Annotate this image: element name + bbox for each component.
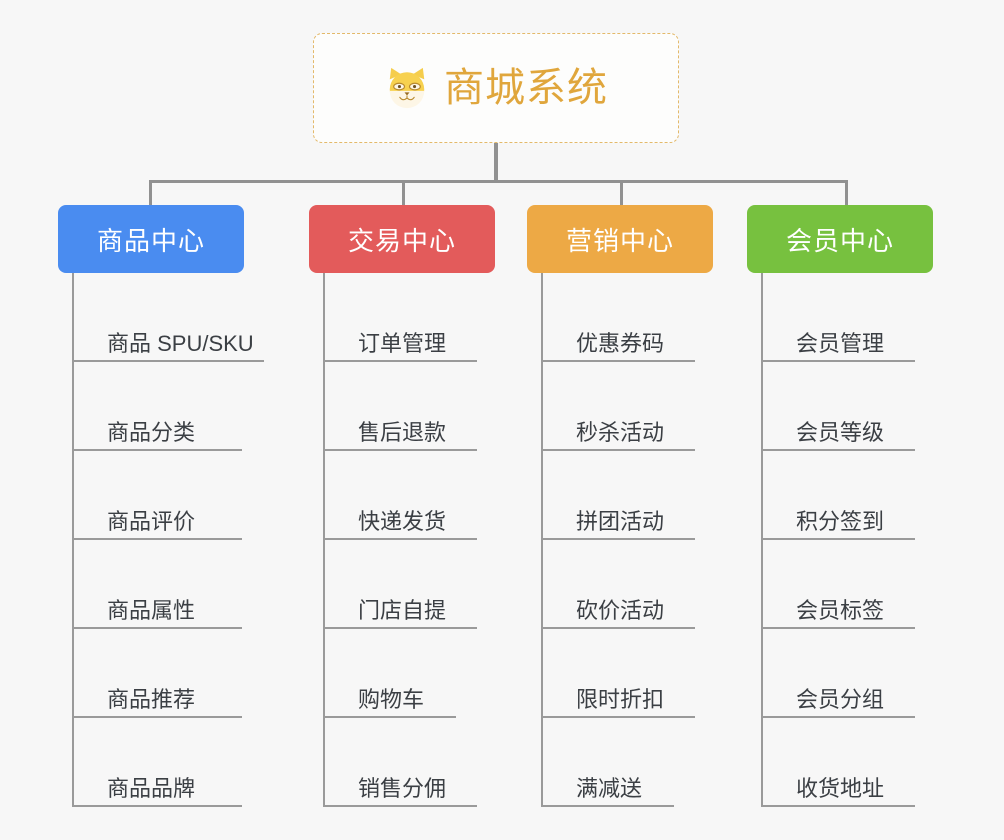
leaf-label: 购物车 — [358, 686, 425, 712]
leaf-label: 快递发货 — [358, 508, 447, 534]
leaf-label: 会员标签 — [796, 597, 885, 623]
category-header-label: 营销中心 — [565, 225, 674, 256]
category-header-trade-center[interactable]: 交易中心 — [309, 205, 495, 273]
list-item[interactable]: 商品属性 — [74, 540, 242, 629]
list-item[interactable]: 商品 SPU/SKU — [74, 273, 264, 362]
leaf-label: 商品属性 — [107, 597, 196, 623]
leaf-label: 商品分类 — [107, 419, 196, 445]
list-item[interactable]: 限时折扣 — [543, 629, 695, 718]
leaf-label: 满减送 — [576, 775, 643, 801]
leaf-label: 优惠券码 — [576, 330, 665, 356]
list-item[interactable]: 售后退款 — [325, 362, 477, 451]
leaf-label: 商品品牌 — [107, 775, 196, 801]
leaf-label: 会员管理 — [796, 330, 885, 356]
category-header-label: 会员中心 — [785, 225, 894, 256]
category-header-member-center[interactable]: 会员中心 — [747, 205, 933, 273]
category-header-product-center[interactable]: 商品中心 — [58, 205, 244, 273]
leaf-list-product-center: 商品 SPU/SKU 商品分类 商品评价 商品属性 商品推荐 商品品牌 — [72, 273, 264, 807]
root-node[interactable]: 商城系统 — [313, 33, 679, 143]
list-item[interactable]: 收货地址 — [763, 718, 915, 807]
list-item[interactable]: 拼团活动 — [543, 451, 695, 540]
list-item[interactable]: 商品推荐 — [74, 629, 242, 718]
list-item[interactable]: 会员分组 — [763, 629, 915, 718]
leaf-label: 销售分佣 — [358, 775, 447, 801]
list-item[interactable]: 满减送 — [543, 718, 674, 807]
list-item[interactable]: 秒杀活动 — [543, 362, 695, 451]
list-item[interactable]: 订单管理 — [325, 273, 477, 362]
leaf-label: 限时折扣 — [576, 686, 665, 712]
leaf-label: 售后退款 — [358, 419, 447, 445]
leaf-label: 订单管理 — [358, 330, 447, 356]
list-item[interactable]: 积分签到 — [763, 451, 915, 540]
leaf-label: 商品 SPU/SKU — [107, 330, 254, 356]
list-item[interactable]: 商品品牌 — [74, 718, 242, 807]
leaf-label: 积分签到 — [796, 508, 885, 534]
category-header-marketing-center[interactable]: 营销中心 — [527, 205, 713, 273]
leaf-label: 商品推荐 — [107, 686, 196, 712]
leaf-label: 门店自提 — [358, 597, 447, 623]
leaf-list-marketing-center: 优惠券码 秒杀活动 拼团活动 砍价活动 限时折扣 满减送 — [541, 273, 695, 807]
category-header-label: 商品中心 — [96, 225, 205, 256]
leaf-label: 商品评价 — [107, 508, 196, 534]
connector-horizontal-bus — [150, 180, 848, 183]
root-title: 商城系统 — [444, 66, 608, 110]
connector-drop-trade-center — [402, 180, 405, 206]
list-item[interactable]: 购物车 — [325, 629, 456, 718]
leaf-label: 秒杀活动 — [576, 419, 665, 445]
leaf-list-member-center: 会员管理 会员等级 积分签到 会员标签 会员分组 收货地址 — [761, 273, 915, 807]
leaf-label: 拼团活动 — [576, 508, 665, 534]
list-item[interactable]: 优惠券码 — [543, 273, 695, 362]
leaf-label: 砍价活动 — [576, 597, 665, 623]
leaf-label: 会员等级 — [796, 419, 885, 445]
connector-drop-member-center — [845, 180, 848, 206]
leaf-label: 收货地址 — [796, 775, 885, 801]
category-header-label: 交易中心 — [347, 225, 456, 256]
list-item[interactable]: 销售分佣 — [325, 718, 477, 807]
list-item[interactable]: 会员等级 — [763, 362, 915, 451]
connector-drop-marketing-center — [620, 180, 623, 206]
shiba-inu-dog-face-icon — [384, 65, 430, 111]
list-item[interactable]: 砍价活动 — [543, 540, 695, 629]
list-item[interactable]: 快递发货 — [325, 451, 477, 540]
list-item[interactable]: 商品分类 — [74, 362, 242, 451]
list-item[interactable]: 会员管理 — [763, 273, 915, 362]
connector-drop-product-center — [149, 180, 152, 206]
list-item[interactable]: 门店自提 — [325, 540, 477, 629]
list-item[interactable]: 商品评价 — [74, 451, 242, 540]
list-item[interactable]: 会员标签 — [763, 540, 915, 629]
leaf-label: 会员分组 — [796, 686, 885, 712]
connector-root-stem — [494, 143, 498, 183]
leaf-list-trade-center: 订单管理 售后退款 快递发货 门店自提 购物车 销售分佣 — [323, 273, 477, 807]
